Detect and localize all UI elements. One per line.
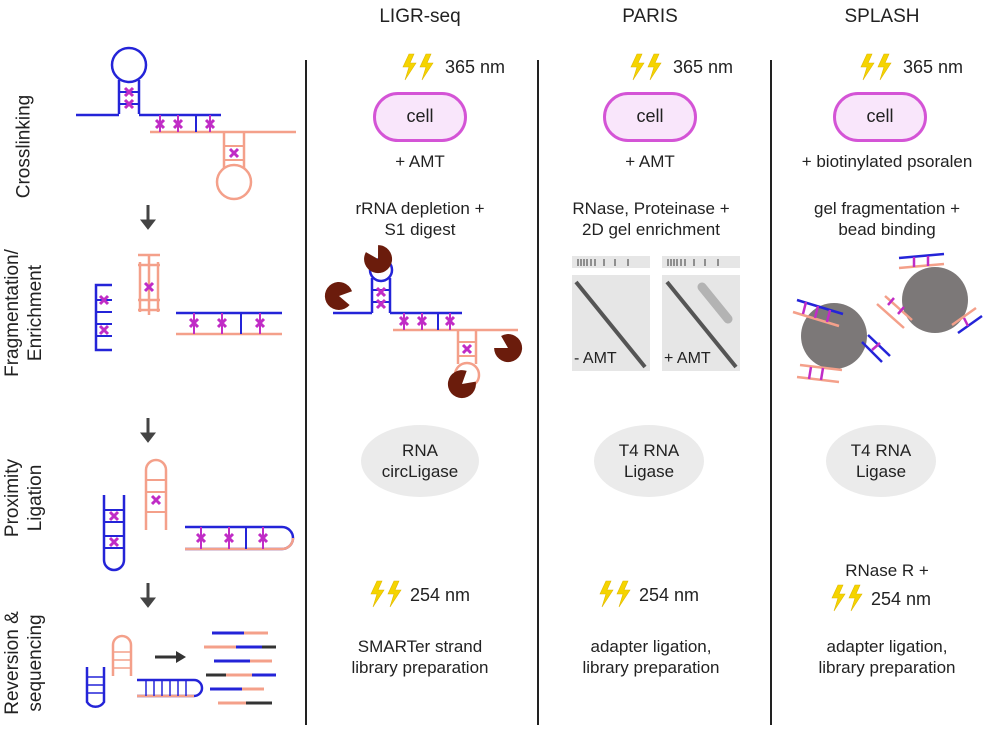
paris-ligase-enzyme: T4 RNA Ligase xyxy=(594,425,704,497)
column-title-splash: SPLASH xyxy=(844,6,920,27)
paris-uv-365-label: 365 nm xyxy=(673,57,734,77)
ligation-rna-schematic xyxy=(102,458,295,572)
splash-reagent: + biotinylated psoralen xyxy=(801,152,973,171)
paris-lib-line2: library preparation xyxy=(582,658,720,677)
ligr-lib-line1: SMARTer strand xyxy=(357,637,483,656)
stage-fragmentation-line1: Fragmentation/ xyxy=(2,249,23,377)
column-divider-3 xyxy=(770,60,772,725)
stage-label-proximity-ligation: Proximity Ligation xyxy=(1,428,47,568)
paris-frag-line2: 2D gel enrichment xyxy=(582,220,720,239)
crosslink-rna-schematic xyxy=(76,46,296,201)
paris-library-text: adapter ligation, library preparation xyxy=(545,636,757,678)
ligr-cell-label: cell xyxy=(406,106,434,126)
paris-gel-minus-label: - AMT xyxy=(574,350,617,367)
splash-uv-254-label: 254 nm xyxy=(871,589,932,609)
splash-cell: cell xyxy=(833,92,927,142)
splash-frag-line2: bead binding xyxy=(838,220,936,239)
ligr-reagent: + AMT xyxy=(395,152,445,171)
splash-ligase-line2: Ligase xyxy=(855,462,907,481)
splash-frag-line1: gel fragmentation + xyxy=(813,199,960,218)
ligr-frag-line2: S1 digest xyxy=(384,220,456,239)
splash-library-text: adapter ligation, library preparation xyxy=(780,636,994,678)
paris-gel-plus-label: + AMT xyxy=(664,350,711,367)
ligr-fragmentation-text: rRNA depletion + S1 digest xyxy=(310,198,530,240)
stage-fragmentation-line2: Enrichment xyxy=(25,264,46,362)
splash-lib-line2: library preparation xyxy=(818,658,956,677)
stage-reversion-line2: sequencing xyxy=(25,614,46,712)
s1-digest-illustration xyxy=(322,241,528,404)
paris-lib-line1: adapter ligation, xyxy=(590,637,712,656)
paris-fragmentation-text: RNase, Proteinase + 2D gel enrichment xyxy=(545,198,757,240)
column-title-ligr-seq: LIGR-seq xyxy=(379,6,461,27)
splash-cell-label: cell xyxy=(866,106,894,126)
column-divider-2 xyxy=(537,60,539,725)
ligr-ligase-enzyme: RNA circLigase xyxy=(361,425,479,497)
paris-uv-254-label: 254 nm xyxy=(639,585,700,605)
paris-cell: cell xyxy=(603,92,697,142)
stage-crosslinking-text: Crosslinking xyxy=(13,94,35,199)
ligr-cell: cell xyxy=(373,92,467,142)
column-title-paris: PARIS xyxy=(622,6,678,27)
ligr-lib-line2: library preparation xyxy=(351,658,489,677)
paris-ligase-line2: Ligase xyxy=(623,462,675,481)
stage-proximity-line2: Ligation xyxy=(25,464,46,532)
ligr-ligase-line1: RNA xyxy=(402,441,438,460)
paris-reagent: + AMT xyxy=(625,152,675,171)
stage-proximity-line1: Proximity xyxy=(2,458,23,538)
sequencing-rna-schematic xyxy=(85,631,276,708)
splash-fragmentation-text: gel fragmentation + bead binding xyxy=(780,198,994,240)
fragment-rna-schematic xyxy=(94,253,282,352)
ligr-uv-365-label: 365 nm xyxy=(445,57,506,77)
splash-ligase-enzyme: T4 RNA Ligase xyxy=(826,425,936,497)
paris-frag-line1: RNase, Proteinase + xyxy=(572,199,730,218)
ligr-library-text: SMARTer strand library preparation xyxy=(310,636,530,678)
ligr-uv-254-label: 254 nm xyxy=(410,585,471,605)
stage-label-crosslinking: Crosslinking xyxy=(13,77,36,217)
stage-label-reversion-sequencing: Reversion & sequencing xyxy=(1,593,47,733)
stage-arrows xyxy=(139,205,157,608)
paris-2d-gel-illustration xyxy=(572,256,740,371)
paris-ligase-line1: T4 RNA xyxy=(618,441,680,460)
splash-ligase-line1: T4 RNA xyxy=(850,441,912,460)
splash-bead-illustration xyxy=(792,252,983,384)
ligr-ligase-line2: circLigase xyxy=(381,462,459,481)
splash-lib-line1: adapter ligation, xyxy=(826,637,948,656)
column-divider-1 xyxy=(305,60,307,725)
stage-reversion-line1: Reversion & xyxy=(2,611,23,715)
stage-label-fragmentation: Fragmentation/ Enrichment xyxy=(1,243,47,383)
ligr-frag-line1: rRNA depletion + xyxy=(355,199,485,218)
splash-uv-365-label: 365 nm xyxy=(903,57,964,77)
paris-cell-label: cell xyxy=(636,106,664,126)
splash-rnase-r-text: RNase R + xyxy=(845,561,929,580)
